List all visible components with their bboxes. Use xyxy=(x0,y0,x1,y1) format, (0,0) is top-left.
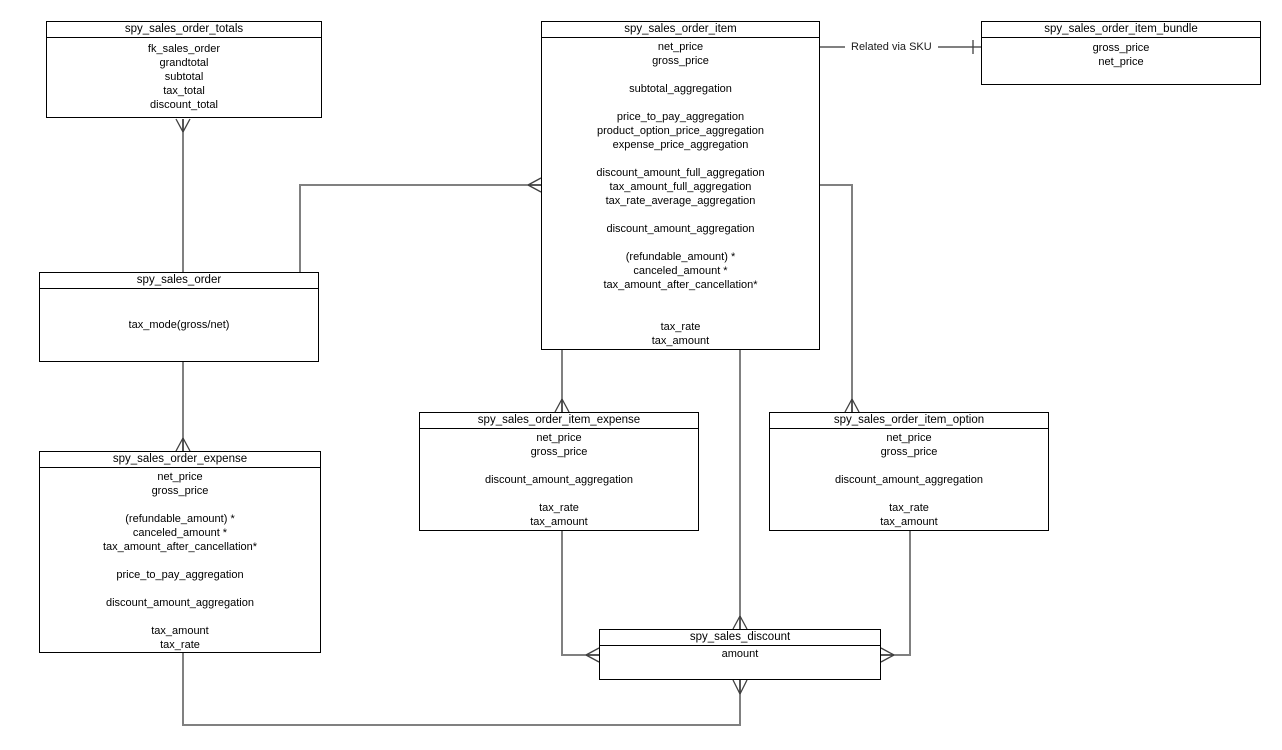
entity-field: gross_price xyxy=(880,446,938,458)
entity-field: net_price xyxy=(1098,56,1144,68)
entity-field xyxy=(770,487,1048,501)
entity-field: tax_mode(gross/net) xyxy=(128,318,230,331)
entity-field: tax_rate xyxy=(160,639,200,651)
entity-title: spy_sales_discount xyxy=(600,630,880,646)
crow-foot-many-icon xyxy=(844,398,860,413)
entity-title: spy_sales_order_item xyxy=(542,22,819,38)
entity-field: discount_amount_aggregation xyxy=(484,474,633,486)
entity-field: price_to_pay_aggregation xyxy=(616,111,745,123)
entity-title: spy_sales_order_totals xyxy=(47,22,321,38)
entity-field xyxy=(542,96,819,110)
entity-spy-sales-discount: spy_sales_discount amount xyxy=(599,629,881,680)
entity-field: discount_amount_aggregation xyxy=(105,597,254,609)
crow-foot-many-icon xyxy=(527,177,542,193)
entity-field xyxy=(420,459,698,473)
crow-foot-many-icon xyxy=(880,647,895,663)
entity-field: fk_sales_order xyxy=(147,43,221,55)
entity-field xyxy=(420,487,698,501)
entity-field: subtotal xyxy=(164,71,204,83)
entity-field xyxy=(542,292,819,306)
entity-field: tax_rate xyxy=(660,321,701,333)
entity-field: discount_amount_full_aggregation xyxy=(596,167,765,179)
crow-foot-many-icon xyxy=(585,647,600,663)
rel-item-to-item-option xyxy=(820,184,860,413)
entity-field: tax_amount xyxy=(151,625,209,637)
entity-field: tax_rate xyxy=(889,502,929,514)
entity-field xyxy=(40,610,320,624)
entity-field: discount_total xyxy=(150,99,218,111)
rel-order-to-expense xyxy=(175,362,191,452)
rel-order-to-item xyxy=(299,177,542,272)
entity-field: grandtotal xyxy=(159,57,209,69)
crow-foot-many-icon xyxy=(554,398,570,413)
entity-title: spy_sales_order xyxy=(40,273,318,289)
entity-spy-sales-order-item-expense: spy_sales_order_item_expense net_price g… xyxy=(419,412,699,531)
entity-field: tax_rate xyxy=(539,502,579,514)
entity-field: (refundable_amount) * xyxy=(125,513,235,525)
crow-foot-many-icon xyxy=(175,437,191,452)
entity-title: spy_sales_order_item_expense xyxy=(420,413,698,429)
entity-field xyxy=(542,236,819,250)
rel-expense-to-discount xyxy=(182,653,748,726)
entity-field: tax_amount xyxy=(651,335,710,347)
entity-field: discount_amount_aggregation xyxy=(834,474,983,486)
entity-spy-sales-order-item-bundle: spy_sales_order_item_bundle gross_price … xyxy=(981,21,1261,85)
entity-field: gross_price xyxy=(151,485,209,497)
entity-field: tax_total xyxy=(163,85,205,97)
crow-foot-many-icon xyxy=(732,615,748,630)
entity-spy-sales-order-totals: spy_sales_order_totals fk_sales_order gr… xyxy=(46,21,322,118)
entity-field xyxy=(542,208,819,222)
entity-field: amount xyxy=(721,648,759,660)
entity-field: subtotal_aggregation xyxy=(629,83,732,95)
relationship-label-sku: Related via SKU xyxy=(845,40,938,54)
entity-spy-sales-order: spy_sales_order tax_mode(gross/net) xyxy=(39,272,319,362)
entity-field: canceled_amount * xyxy=(633,265,728,277)
entity-field: tax_amount_after_cancellation* xyxy=(603,279,758,291)
entity-title: spy_sales_order_expense xyxy=(40,452,320,468)
entity-field: discount_amount_aggregation xyxy=(606,223,755,235)
rel-item-expense-to-discount xyxy=(561,531,600,663)
entity-spy-sales-order-expense: spy_sales_order_expense net_price gross_… xyxy=(39,451,321,653)
rel-item-to-item-expense xyxy=(554,350,570,413)
entity-field: (refundable_amount) * xyxy=(625,251,736,263)
entity-field xyxy=(542,152,819,166)
entity-field: tax_amount_full_aggregation xyxy=(609,181,752,193)
rel-order-to-totals xyxy=(175,118,191,272)
entity-field: gross_price xyxy=(1092,42,1150,54)
crow-foot-many-icon xyxy=(175,118,191,133)
entity-title: spy_sales_order_item_option xyxy=(770,413,1048,429)
entity-field: expense_price_aggregation xyxy=(612,139,749,151)
entity-field: product_option_price_aggregation xyxy=(597,125,764,137)
entity-field: net_price xyxy=(157,471,203,483)
entity-field: net_price xyxy=(886,432,932,444)
entity-spy-sales-order-item: spy_sales_order_item net_price gross_pri… xyxy=(541,21,820,350)
entity-field xyxy=(40,554,320,568)
entity-title: spy_sales_order_item_bundle xyxy=(982,22,1260,38)
entity-field: tax_amount xyxy=(880,516,938,528)
entity-field xyxy=(40,582,320,596)
entity-spy-sales-order-item-option: spy_sales_order_item_option net_price gr… xyxy=(769,412,1049,531)
entity-field xyxy=(542,68,819,82)
entity-field: tax_rate_average_aggregation xyxy=(605,195,756,207)
entity-field: tax_amount xyxy=(530,516,588,528)
entity-field xyxy=(40,498,320,512)
rel-item-to-discount xyxy=(732,350,748,630)
entity-field: canceled_amount * xyxy=(132,527,228,539)
entity-field: net_price xyxy=(657,41,704,53)
entity-field: gross_price xyxy=(652,55,709,67)
crow-foot-many-icon xyxy=(732,679,748,695)
entity-field: tax_amount_after_cancellation* xyxy=(102,541,258,553)
entity-field: gross_price xyxy=(530,446,588,458)
entity-field xyxy=(770,459,1048,473)
entity-field: price_to_pay_aggregation xyxy=(116,569,244,581)
entity-field xyxy=(542,306,819,320)
rel-item-option-to-discount xyxy=(880,531,911,663)
entity-field: net_price xyxy=(536,432,582,444)
